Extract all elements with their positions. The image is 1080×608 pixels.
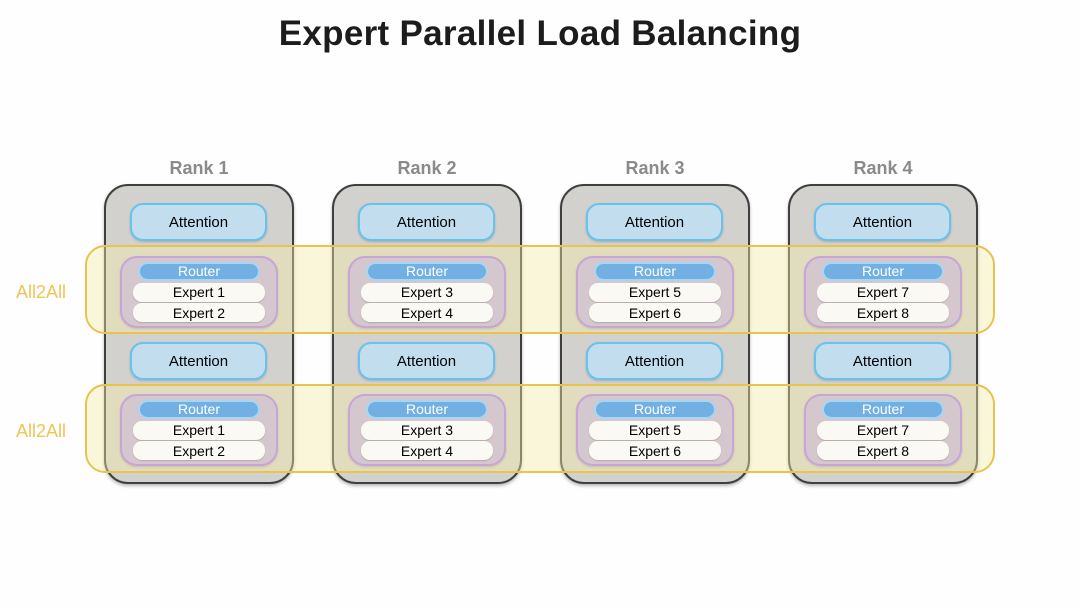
expert-block: Expert 2 bbox=[133, 441, 265, 461]
attention-block: Attention bbox=[586, 342, 723, 380]
router-block: Router bbox=[138, 399, 260, 419]
router-block: Router bbox=[366, 399, 488, 419]
expert-block: Expert 8 bbox=[817, 441, 949, 461]
attention-block: Attention bbox=[130, 342, 267, 380]
expert-block: Expert 5 bbox=[589, 420, 721, 440]
expert-block: Expert 5 bbox=[589, 282, 721, 302]
attention-block: Attention bbox=[130, 203, 267, 241]
expert-block: Expert 4 bbox=[361, 303, 493, 323]
rank-4-container: Rank 4 Attention Router Expert 7 Expert … bbox=[788, 158, 978, 484]
diagram-title: Expert Parallel Load Balancing bbox=[278, 14, 802, 53]
router-block: Router bbox=[138, 261, 260, 281]
attention-block: Attention bbox=[814, 203, 951, 241]
expert-block: Expert 4 bbox=[361, 441, 493, 461]
router-block: Router bbox=[822, 261, 944, 281]
rank-3-label: Rank 3 bbox=[625, 158, 685, 178]
rank-1-container: Rank 1 Attention Router Expert 1 Expert … bbox=[104, 158, 294, 484]
expert-block: Expert 2 bbox=[133, 303, 265, 323]
expert-block: Expert 3 bbox=[361, 420, 493, 440]
rank-1-label: Rank 1 bbox=[169, 158, 229, 178]
expert-block: Expert 8 bbox=[817, 303, 949, 323]
moe-block: Router Expert 7 Expert 8 bbox=[804, 394, 962, 466]
rank-4-label: Rank 4 bbox=[853, 158, 913, 178]
attention-block: Attention bbox=[586, 203, 723, 241]
router-block: Router bbox=[366, 261, 488, 281]
moe-block: Router Expert 7 Expert 8 bbox=[804, 256, 962, 328]
moe-block: Router Expert 1 Expert 2 bbox=[120, 256, 278, 328]
expert-block: Expert 6 bbox=[589, 441, 721, 461]
router-block: Router bbox=[594, 399, 716, 419]
moe-block: Router Expert 3 Expert 4 bbox=[348, 394, 506, 466]
expert-block: Expert 3 bbox=[361, 282, 493, 302]
expert-block: Expert 7 bbox=[817, 420, 949, 440]
attention-block: Attention bbox=[358, 203, 495, 241]
moe-block: Router Expert 5 Expert 6 bbox=[576, 394, 734, 466]
moe-block: Router Expert 1 Expert 2 bbox=[120, 394, 278, 466]
expert-block: Expert 1 bbox=[133, 420, 265, 440]
moe-block: Router Expert 5 Expert 6 bbox=[576, 256, 734, 328]
attention-block: Attention bbox=[814, 342, 951, 380]
attention-block: Attention bbox=[358, 342, 495, 380]
expert-block: Expert 7 bbox=[817, 282, 949, 302]
expert-block: Expert 6 bbox=[589, 303, 721, 323]
rank-3-container: Rank 3 Attention Router Expert 5 Expert … bbox=[560, 158, 750, 484]
router-block: Router bbox=[594, 261, 716, 281]
moe-block: Router Expert 3 Expert 4 bbox=[348, 256, 506, 328]
rank-2-label: Rank 2 bbox=[397, 158, 457, 178]
expert-block: Expert 1 bbox=[133, 282, 265, 302]
all2all-label: All2All bbox=[15, 282, 67, 302]
rank-2-container: Rank 2 Attention Router Expert 3 Expert … bbox=[332, 158, 522, 484]
all2all-label: All2All bbox=[15, 421, 67, 441]
router-block: Router bbox=[822, 399, 944, 419]
